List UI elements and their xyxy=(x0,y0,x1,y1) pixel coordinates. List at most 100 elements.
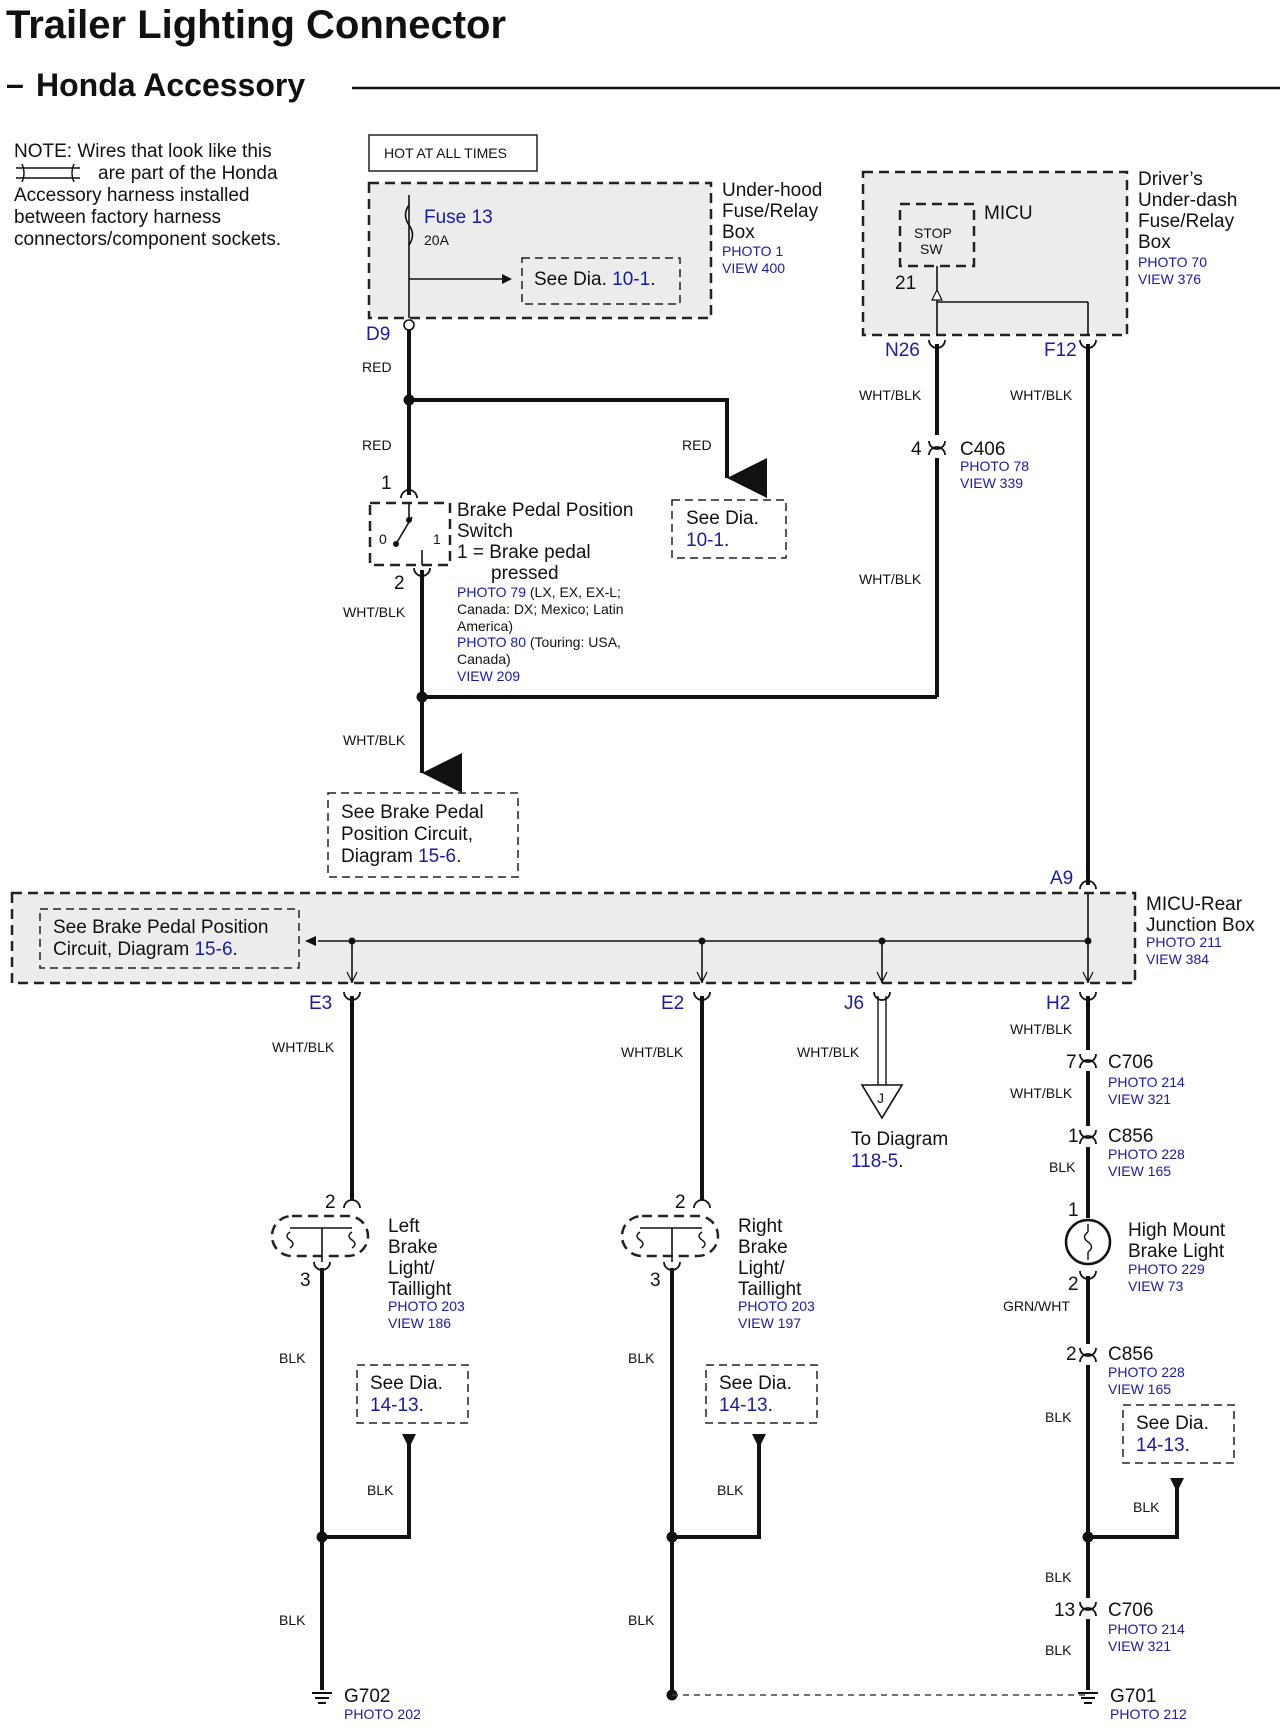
wire-whtblk-h2: WHT/BLK xyxy=(1010,1021,1073,1037)
g701-photo[interactable]: PHOTO 212 xyxy=(1110,1706,1187,1722)
c856-top-name: C856 xyxy=(1108,1126,1153,1147)
wire-whtblk-e2: WHT/BLK xyxy=(621,1044,684,1060)
page-title: Trailer Lighting Connector xyxy=(6,3,506,47)
c856-bot-view[interactable]: VIEW 165 xyxy=(1108,1381,1171,1397)
brake-switch-photo-79: PHOTO 79 (LX, EX, EX-L; xyxy=(457,584,621,600)
high-mount-view[interactable]: VIEW 73 xyxy=(1128,1278,1183,1294)
to-diagram-link[interactable]: To Diagram 118-5. xyxy=(851,1129,953,1172)
c706-top-photo[interactable]: PHOTO 214 xyxy=(1108,1074,1185,1090)
left-light-name: Left Brake Light/ Taillight xyxy=(388,1216,452,1300)
note-line: Accessory harness installed xyxy=(14,185,250,206)
wire-whtblk-c406: WHT/BLK xyxy=(859,571,922,587)
right-light-name: Right Brake Light/ Taillight xyxy=(738,1216,802,1300)
driver-box-view[interactable]: VIEW 376 xyxy=(1138,271,1201,287)
driver-box-photo[interactable]: PHOTO 70 xyxy=(1138,254,1207,270)
terminal-h2: H2 xyxy=(1046,993,1070,1014)
c856-bot-photo[interactable]: PHOTO 228 xyxy=(1108,1364,1185,1380)
wire-blk-l2: BLK xyxy=(367,1482,394,1498)
wire-whtblk-f12: WHT/BLK xyxy=(1010,387,1073,403)
c706-bot-view[interactable]: VIEW 321 xyxy=(1108,1638,1171,1654)
see-dia-10-1-link[interactable]: See Dia. 10-1. xyxy=(534,269,655,290)
underhood-box-photo[interactable]: PHOTO 1 xyxy=(722,243,783,259)
hot-at-all-times-label: HOT AT ALL TIMES xyxy=(384,145,507,161)
fuse-rating: 20A xyxy=(424,232,450,248)
see-dia-10-1-link-b[interactable]: See Dia. 10-1. xyxy=(686,508,764,551)
see-14-13-link-right[interactable]: See Dia. 14-13. xyxy=(1136,1413,1214,1456)
rear-jbox-photo[interactable]: PHOTO 211 xyxy=(1146,934,1222,950)
right-light-photo[interactable]: PHOTO 203 xyxy=(738,1298,815,1314)
high-mount-pin-2: 2 xyxy=(1068,1274,1079,1295)
wire-red-3: RED xyxy=(682,437,712,453)
micu-rear-junction-box: See Brake Pedal Position Circuit, Diagra… xyxy=(10,891,1137,985)
driver-box-name: Driver’s Under-dash Fuse/Relay Box xyxy=(1138,169,1243,253)
c856-top-view[interactable]: VIEW 165 xyxy=(1108,1163,1171,1179)
note-block: NOTE: Wires that look like this are part… xyxy=(14,141,281,250)
c706-bot-photo[interactable]: PHOTO 214 xyxy=(1108,1621,1185,1637)
note-line: NOTE: Wires that look like this xyxy=(14,141,272,162)
note-line: connectors/component sockets. xyxy=(14,229,281,250)
left-brake-light: 2 3 xyxy=(270,1192,370,1291)
c406-photo[interactable]: PHOTO 78 xyxy=(960,458,1029,474)
see-brake-circuit-box xyxy=(327,792,519,878)
switch-pin-1: 1 xyxy=(381,473,392,494)
right-light-pin-3: 3 xyxy=(650,1270,661,1291)
high-mount-name: High Mount Brake Light xyxy=(1128,1220,1230,1262)
rear-jbox-name: MICU-Rear Junction Box xyxy=(1146,894,1255,936)
terminal-j6: J6 xyxy=(844,993,864,1014)
brake-switch-photo-80: PHOTO 80 (Touring: USA, xyxy=(457,634,621,650)
underhood-box-view[interactable]: VIEW 400 xyxy=(722,260,785,276)
c706-top-pin: 7 xyxy=(1066,1052,1077,1073)
c706-top-name: C706 xyxy=(1108,1052,1153,1073)
splice-red xyxy=(403,394,415,406)
see-14-13-link-middle[interactable]: See Dia. 14-13. xyxy=(719,1373,797,1416)
c406-pin: 4 xyxy=(911,439,922,460)
terminal-d9: D9 xyxy=(366,324,390,345)
to-diagram-j: J xyxy=(877,1090,884,1106)
wire-blk-m3: BLK xyxy=(628,1612,655,1628)
stop-switch-box xyxy=(898,202,976,268)
g702-photo[interactable]: PHOTO 202 xyxy=(344,1706,421,1722)
splice-whtblk-switch xyxy=(416,691,428,703)
high-mount-pin-1: 1 xyxy=(1068,1200,1079,1221)
high-mount-photo[interactable]: PHOTO 229 xyxy=(1128,1261,1205,1277)
wire-blk-r1: BLK xyxy=(1045,1409,1072,1425)
c856-top-photo[interactable]: PHOTO 228 xyxy=(1108,1146,1185,1162)
wire-whtblk-j6: WHT/BLK xyxy=(797,1044,860,1060)
see-brake-circuit-link-2[interactable]: See Brake Pedal Position Circuit, Diagra… xyxy=(53,917,274,960)
wire-whtblk-sw: WHT/BLK xyxy=(343,604,406,620)
c856-bot-name: C856 xyxy=(1108,1344,1153,1365)
see-brake-circuit-link[interactable]: See Brake Pedal Position Circuit, Diagra… xyxy=(341,802,489,867)
brake-switch-view[interactable]: VIEW 209 xyxy=(457,668,520,684)
c706-bot-pin: 13 xyxy=(1054,1600,1075,1621)
switch-pos-1: 1 xyxy=(433,531,441,547)
c406-view[interactable]: VIEW 339 xyxy=(960,475,1023,491)
left-light-pin-2: 2 xyxy=(325,1192,336,1213)
right-light-pin-2: 2 xyxy=(675,1192,686,1213)
high-mount-brake-light: 1 2 xyxy=(1064,1200,1112,1295)
left-light-pin-3: 3 xyxy=(300,1270,311,1291)
see-14-13-box-middle xyxy=(705,1364,818,1424)
wire-blk-m2: BLK xyxy=(717,1482,744,1498)
terminal-n26: N26 xyxy=(885,340,920,361)
fuse-13-label: Fuse 13 xyxy=(424,207,493,228)
pin-21: 21 xyxy=(895,273,916,294)
driver-under-dash-box: STOP SW MICU 21 xyxy=(861,170,1129,337)
left-light-view[interactable]: VIEW 186 xyxy=(388,1315,451,1331)
wire-blk-r3: BLK xyxy=(1045,1569,1072,1585)
wire-blk-r4: BLK xyxy=(1045,1642,1072,1658)
wire-blk-l1: BLK xyxy=(279,1350,306,1366)
brake-switch-photo79-desc: Canada: DX; Mexico; Latin America) xyxy=(457,601,627,634)
wire-red-2: RED xyxy=(362,437,392,453)
wire-whtblk-sw2: WHT/BLK xyxy=(343,732,406,748)
rear-jbox-view[interactable]: VIEW 384 xyxy=(1146,951,1209,967)
wire-grnwht: GRN/WHT xyxy=(1003,1298,1070,1314)
left-light-photo[interactable]: PHOTO 203 xyxy=(388,1298,465,1314)
see-14-13-link-left[interactable]: See Dia. 14-13. xyxy=(370,1373,448,1416)
right-light-view[interactable]: VIEW 197 xyxy=(738,1315,801,1331)
terminal-f12: F12 xyxy=(1044,340,1077,361)
terminal-a9: A9 xyxy=(1050,868,1073,889)
c706-top-view[interactable]: VIEW 321 xyxy=(1108,1091,1171,1107)
note-line: between factory harness xyxy=(14,207,221,228)
